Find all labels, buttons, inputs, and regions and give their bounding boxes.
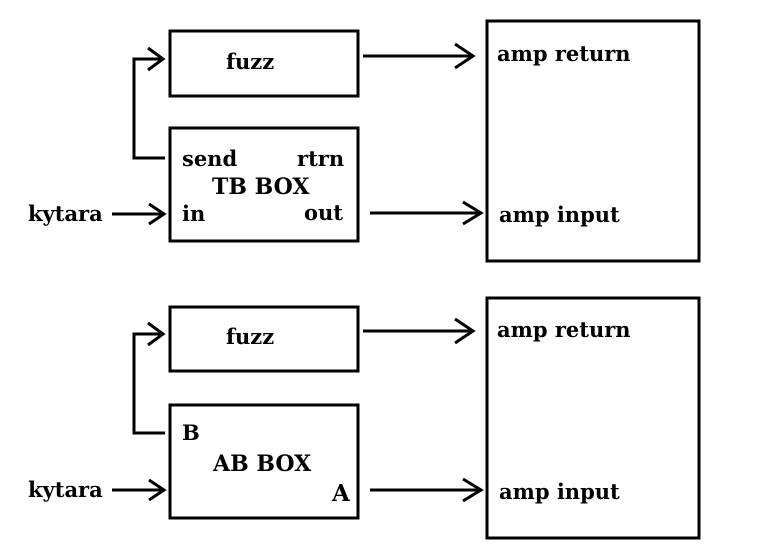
top-send-line bbox=[132, 57, 165, 160]
bottom-ab-box bbox=[168, 403, 360, 520]
top-guitar-arrowhead bbox=[148, 202, 167, 226]
top-diagram: fuzz send rtrn TB BOX in out kytara amp … bbox=[28, 19, 701, 263]
bottom-fuzz-box bbox=[168, 305, 360, 373]
top-out-label: out bbox=[304, 200, 343, 225]
bottom-b-label: B bbox=[182, 420, 200, 445]
top-source-label: kytara bbox=[28, 201, 103, 226]
top-in-label: in bbox=[182, 201, 205, 226]
top-amp-return-label: amp return bbox=[497, 41, 631, 66]
bottom-fuzz-label: fuzz bbox=[226, 324, 274, 349]
top-fuzz-label: fuzz bbox=[226, 49, 274, 74]
top-tb-box bbox=[168, 126, 360, 243]
top-send-label: send bbox=[182, 146, 237, 171]
top-send-arrowhead bbox=[147, 46, 166, 72]
bottom-box-title: AB BOX bbox=[212, 451, 312, 477]
top-out-arrowhead bbox=[462, 200, 484, 226]
top-return-label: rtrn bbox=[297, 146, 344, 171]
top-return-arrowhead bbox=[454, 42, 476, 70]
bottom-return-arrowhead bbox=[454, 317, 476, 345]
bottom-a-arrowhead bbox=[462, 477, 484, 503]
bottom-b-arrowhead bbox=[147, 321, 166, 347]
bottom-amp-input-label: amp input bbox=[499, 479, 620, 504]
bottom-amp-box bbox=[485, 296, 701, 540]
top-fuzz-box bbox=[168, 29, 360, 98]
bottom-diagram: fuzz B AB BOX A kytara amp return amp in… bbox=[28, 296, 701, 540]
bottom-b-line bbox=[132, 332, 165, 435]
top-box-title: TB BOX bbox=[212, 174, 310, 200]
top-amp-box bbox=[485, 19, 701, 263]
top-amp-input-label: amp input bbox=[499, 202, 620, 227]
bottom-a-label: A bbox=[331, 480, 351, 507]
bottom-guitar-arrowhead bbox=[148, 478, 167, 502]
bottom-amp-return-label: amp return bbox=[497, 317, 631, 342]
bottom-source-label: kytara bbox=[28, 477, 103, 502]
